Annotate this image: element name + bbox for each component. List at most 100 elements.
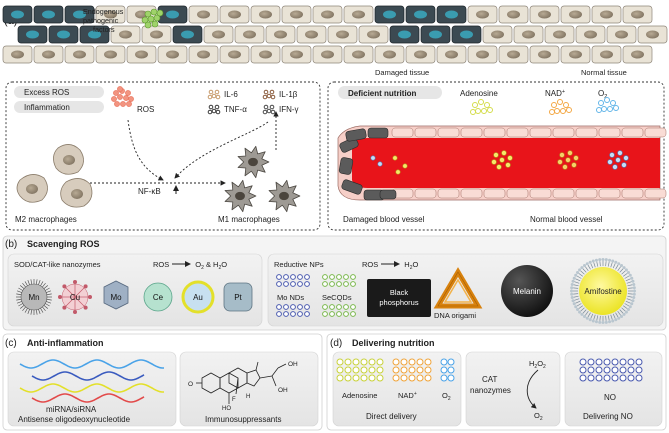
lipid-head xyxy=(585,262,589,266)
nutrition-box xyxy=(327,81,665,231)
direct-delivery-label: Direct delivery xyxy=(366,412,417,421)
lipid-head xyxy=(633,289,636,293)
lipid-tail xyxy=(585,311,589,316)
adenosine-dot xyxy=(368,358,376,366)
lipid-tail xyxy=(610,262,613,268)
cell-nucleus xyxy=(460,30,473,39)
cell-nucleus xyxy=(150,30,163,39)
ros-particle xyxy=(128,96,134,102)
mo-nd-dot xyxy=(276,281,282,287)
secqd-dot xyxy=(322,274,328,280)
lipid-head xyxy=(632,286,636,290)
damaged-endothelial-cell xyxy=(338,157,354,175)
cell-nucleus xyxy=(259,50,272,59)
no-dot xyxy=(627,366,635,374)
mn-spike xyxy=(30,279,33,285)
melanin-label: Melanin xyxy=(513,287,541,296)
lipid-tail xyxy=(625,278,631,282)
steroid-oh-right: OH xyxy=(278,387,288,394)
cell-nucleus xyxy=(646,30,659,39)
lipid-head xyxy=(594,258,598,262)
lipid-head xyxy=(591,259,595,263)
mo-nd-dot xyxy=(297,274,303,280)
no-dot xyxy=(595,374,603,382)
lipid-head xyxy=(604,258,608,262)
ros-label: ROS xyxy=(137,105,154,114)
nanozyme-label-pt: Pt xyxy=(234,293,242,302)
black-phosphorus-label-1: Black xyxy=(390,288,409,297)
mirna-label: miRNA/siRNA xyxy=(46,405,97,414)
mn-spike xyxy=(46,290,52,293)
cell-nucleus xyxy=(228,50,241,59)
cell-nucleus xyxy=(414,50,427,59)
lipid-head xyxy=(632,282,636,286)
cell-nucleus xyxy=(476,50,489,59)
no-dot xyxy=(635,358,643,366)
lumen-particle xyxy=(557,159,563,165)
lumen-particle xyxy=(559,152,565,158)
cytokine-particle xyxy=(208,89,214,95)
nad-label: NAD+ xyxy=(545,89,565,98)
lipid-tail xyxy=(582,268,587,273)
cytokine-particle xyxy=(211,93,217,99)
ros-particle xyxy=(113,90,119,96)
secqd-dot xyxy=(329,281,335,287)
vessel-lumen xyxy=(352,138,660,188)
immunosuppressant-box xyxy=(179,351,319,427)
pathogen-cluster-icon xyxy=(141,8,164,29)
lumen-particle xyxy=(567,150,573,156)
lipid-head xyxy=(571,299,575,303)
no-dot xyxy=(619,358,627,366)
lipid-head xyxy=(626,270,630,274)
lipid-head xyxy=(578,310,582,314)
lipid-tail xyxy=(578,305,583,309)
cytokine-particle xyxy=(263,89,269,95)
ros-particle xyxy=(125,90,131,96)
mn-spike xyxy=(38,279,41,285)
mn-spike xyxy=(27,279,30,285)
lumen-particle xyxy=(617,150,623,156)
mn-spike xyxy=(27,309,30,315)
nad-dot xyxy=(424,366,432,374)
nad-dot xyxy=(400,366,408,374)
panel-b-label: (b) xyxy=(5,239,17,250)
d-adenosine-label: Adenosine xyxy=(342,391,377,400)
secqd-dot xyxy=(329,274,335,280)
cell-nucleus xyxy=(367,30,380,39)
endothelial-cell xyxy=(598,127,621,138)
o2-dot xyxy=(440,374,448,382)
o2-dot xyxy=(447,358,455,366)
m1-nucleus xyxy=(279,191,289,201)
cell-nucleus xyxy=(73,10,86,19)
secqd-dot xyxy=(343,281,349,287)
mn-spike xyxy=(30,309,33,315)
adenosine-dot xyxy=(336,366,344,374)
mo-nd-dot xyxy=(297,281,303,287)
lumen-particle xyxy=(621,162,627,168)
mn-spike xyxy=(22,282,26,288)
delivering-no-label: Delivering NO xyxy=(583,412,633,421)
cat-label: CAT xyxy=(482,375,498,384)
cell-nucleus xyxy=(259,10,272,19)
sodcat-label: SOD/CAT-like nanozymes xyxy=(14,260,101,269)
cell-nucleus xyxy=(166,10,179,19)
adenosine-dot xyxy=(360,358,368,366)
cytokine-particle xyxy=(208,104,214,110)
black-phosphorus-sheet xyxy=(367,279,431,317)
cell-nucleus xyxy=(476,10,489,19)
lipid-tail xyxy=(617,311,621,316)
mn-spike xyxy=(24,281,28,286)
h2o2-to-o2-arrow xyxy=(526,369,539,409)
mn-spike xyxy=(45,287,50,291)
no-dot xyxy=(587,374,595,382)
dna-origami-label: DNA origami xyxy=(434,311,476,320)
no-dot-grid xyxy=(579,358,643,382)
mo-nd-dot xyxy=(283,304,289,310)
cell-nucleus xyxy=(383,10,396,19)
deficient-nutrition-label: Deficient nutrition xyxy=(348,89,417,98)
nutrient-particle xyxy=(566,107,572,113)
ros-particle xyxy=(117,86,123,92)
o2-dot xyxy=(447,366,455,374)
cu-linker xyxy=(74,296,86,308)
